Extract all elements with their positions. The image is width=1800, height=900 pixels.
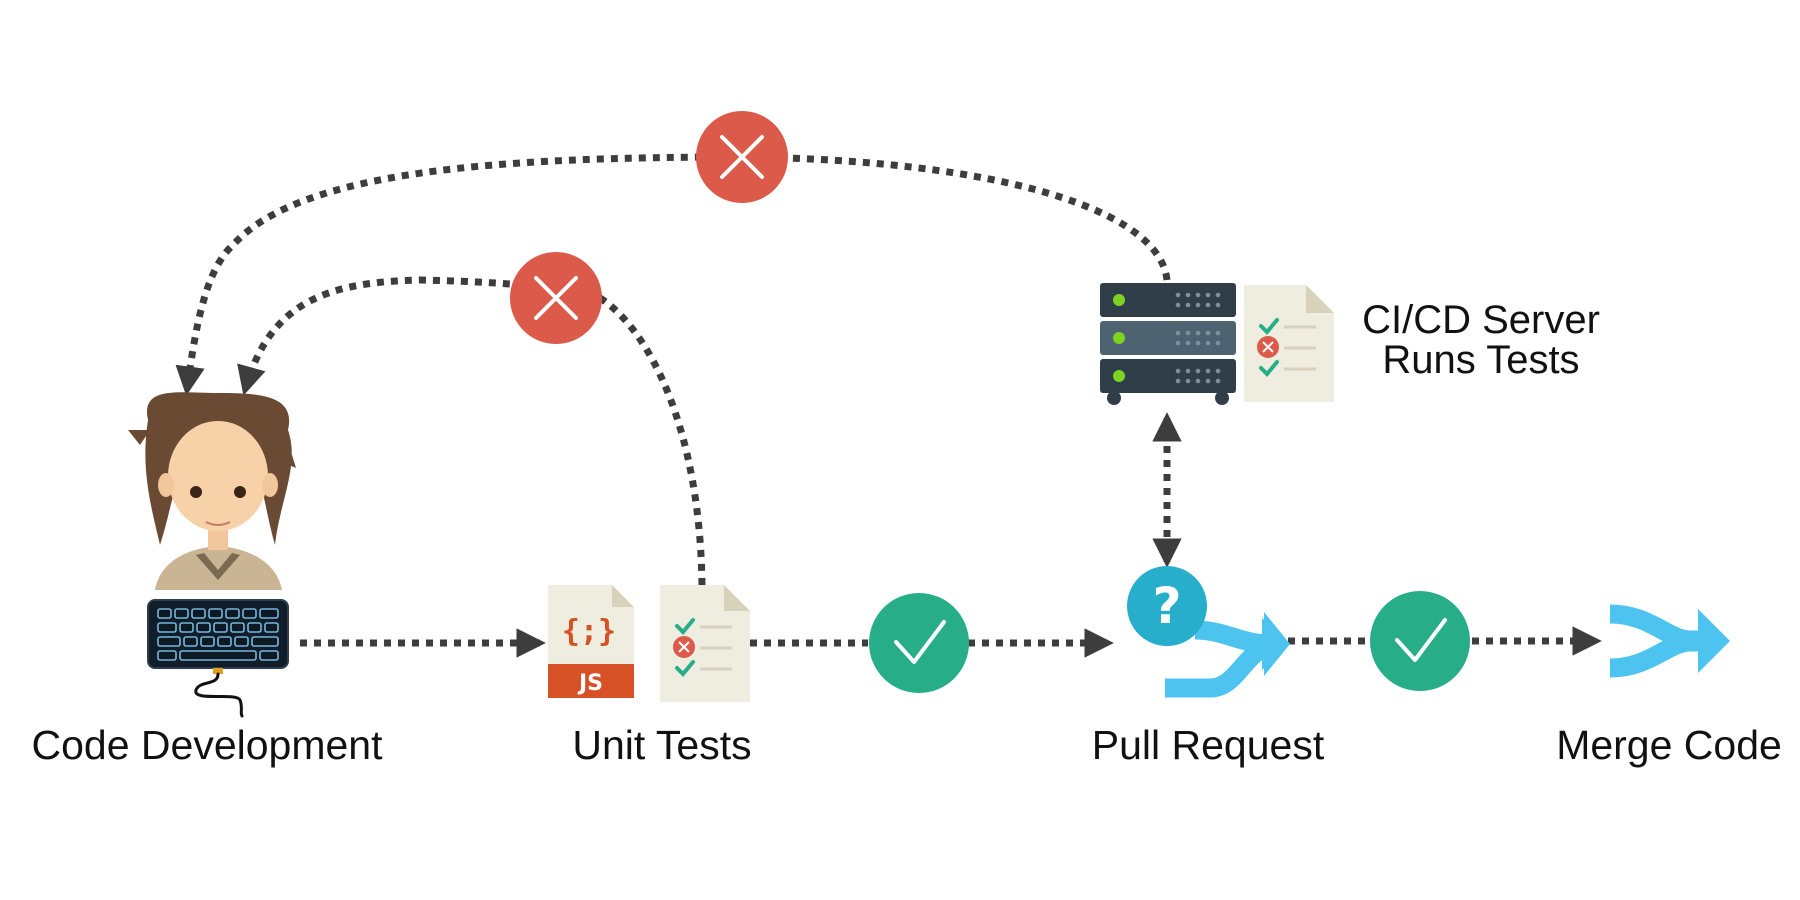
server-rack-icon — [1100, 283, 1236, 405]
pull-request-icon: ? — [1127, 566, 1290, 698]
js-file-icon: {;} JS — [548, 585, 634, 698]
label-ci-server: CI/CD Server Runs Tests — [1362, 300, 1600, 380]
keyboard-icon — [147, 599, 289, 718]
label-pull-request: Pull Request — [1091, 722, 1325, 768]
x-circle-icon — [720, 135, 764, 179]
success-badge-pull-request — [1370, 591, 1470, 691]
js-braces-glyph: {;} — [562, 614, 616, 649]
check-circle-icon — [1395, 618, 1447, 662]
test-report-icon — [660, 585, 750, 702]
failure-badge-ci — [696, 111, 788, 203]
x-circle-icon — [534, 276, 578, 320]
failure-badge-unit-tests — [510, 252, 602, 344]
label-ci-server-line2: Runs Tests — [1382, 338, 1580, 382]
developer-avatar-icon — [128, 392, 296, 590]
js-badge-text: JS — [577, 671, 603, 696]
label-code-development: Code Development — [31, 722, 383, 768]
feedback-arrow-unit-tests — [237, 276, 706, 586]
question-badge — [1127, 566, 1207, 646]
feedback-arrow-ci-server — [175, 153, 1171, 396]
label-ci-server-line1: CI/CD Server — [1362, 298, 1600, 342]
label-unit-tests: Unit Tests — [572, 722, 752, 768]
test-report-icon — [1244, 285, 1334, 402]
label-merge-code: Merge Code — [1556, 722, 1782, 768]
merge-arrow-icon — [1609, 604, 1730, 678]
question-mark-icon: ? — [1152, 577, 1181, 635]
check-circle-icon — [894, 620, 946, 664]
success-badge-tests — [869, 593, 969, 693]
